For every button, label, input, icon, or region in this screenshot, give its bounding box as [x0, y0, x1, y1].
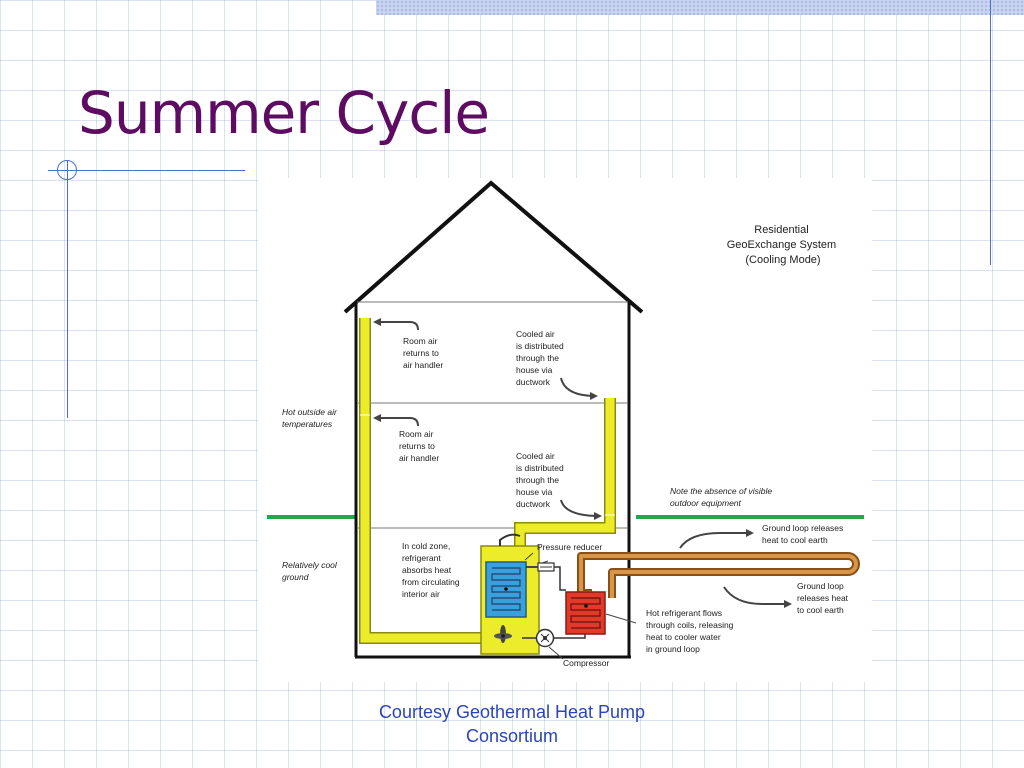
ground-loop-pipe — [577, 552, 860, 598]
caption-line-2: Consortium — [465, 726, 559, 746]
house-outline — [343, 180, 644, 659]
title-underline — [48, 170, 245, 171]
ground-loop-releases-label-1: Ground loop releases heat to cool earth — [762, 523, 846, 545]
diagram-svg: Residential GeoExchange System (Cooling … — [258, 178, 872, 682]
caption-line-1: Courtesy Geothermal Heat Pump — [378, 702, 646, 722]
compressor-symbol — [535, 628, 555, 648]
hot-condenser-coil — [565, 591, 606, 635]
fan-icon — [494, 625, 512, 643]
compressor-label: Compressor — [563, 658, 609, 668]
cooled-air-upper-label: Cooled air is distributed through the ho… — [516, 329, 566, 387]
refrigerant-lines — [522, 566, 586, 639]
decorative-line-left — [67, 160, 68, 418]
no-outdoor-equipment-label: Note the absence of visible outdoor equi… — [670, 486, 774, 508]
ground-loop-releases-label-2: Ground loop releases heat to cool earth — [797, 581, 850, 615]
geoexchange-diagram: Residential GeoExchange System (Cooling … — [258, 178, 872, 682]
cold-evaporator-coil — [485, 561, 527, 618]
cold-zone-label: In cold zone, refrigerant absorbs heat f… — [402, 541, 462, 599]
leader-lines — [524, 552, 637, 660]
relatively-cool-ground-label: Relatively cool ground — [282, 560, 339, 582]
system-title-label: Residential GeoExchange System (Cooling … — [727, 224, 840, 266]
annotation-arrows — [373, 318, 792, 608]
room-air-upper-label: Room air returns to air handler — [403, 336, 443, 370]
room-air-lower-label: Room air returns to air handler — [399, 429, 439, 463]
slide-title: Summer Cycle — [78, 79, 490, 147]
hot-refrigerant-label: Hot refrigerant flows through coils, rel… — [646, 608, 736, 654]
hot-outside-air-label: Hot outside air temperatures — [282, 407, 339, 429]
pressure-reducer-valve — [537, 562, 555, 572]
decorative-line-right — [990, 0, 991, 265]
image-credit-caption: Courtesy Geothermal Heat Pump Consortium — [340, 700, 684, 748]
pressure-reducer-label: Pressure reducer — [537, 542, 602, 552]
top-decorative-strip — [376, 0, 1024, 15]
decorative-circle — [57, 160, 77, 180]
cooled-air-lower-label: Cooled air is distributed through the ho… — [516, 451, 566, 509]
